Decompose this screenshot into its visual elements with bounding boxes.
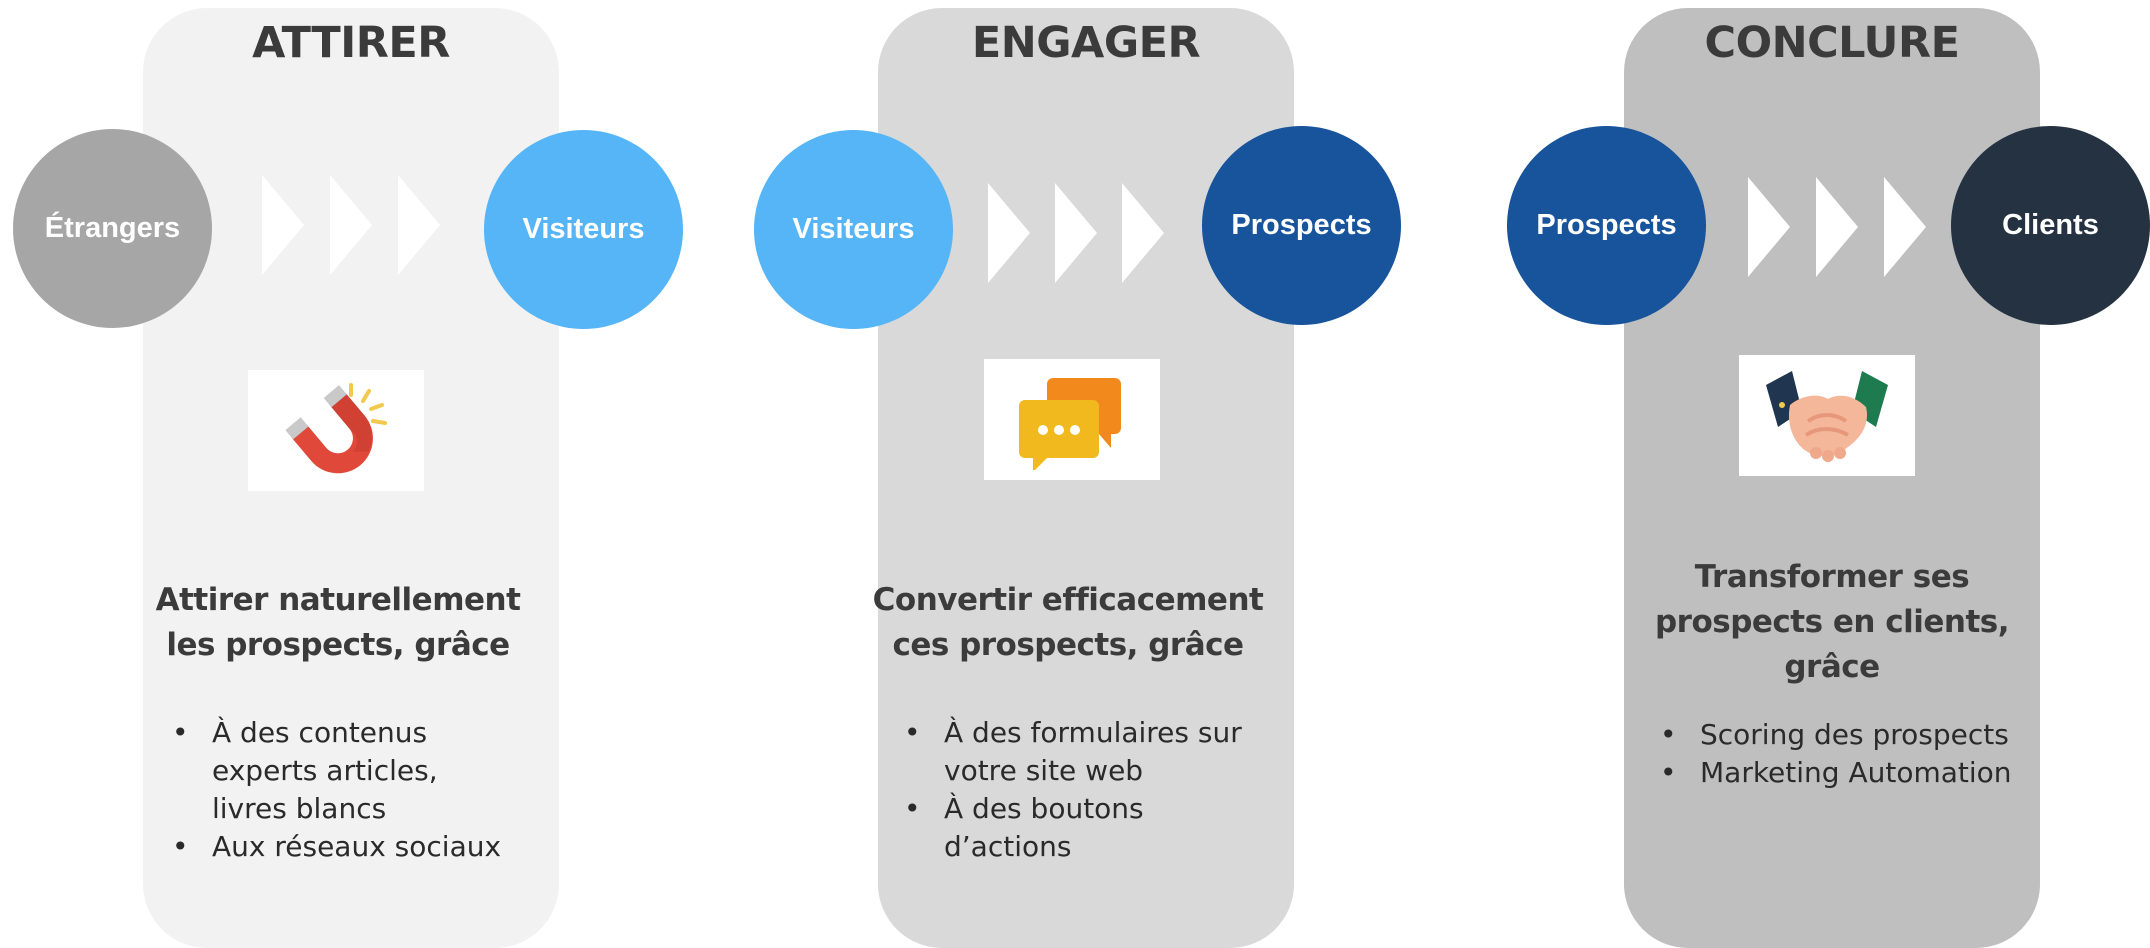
chevrons-arrow	[1748, 177, 1926, 277]
stage-title: ENGAGER	[971, 18, 1201, 68]
bullet-item: À des formulaires sur votre site web	[904, 714, 1244, 790]
circle-label: Prospects	[1231, 209, 1372, 241]
heading-line: prospects en clients,	[1654, 604, 2010, 640]
circle-label: Visiteurs	[522, 213, 645, 245]
stage-title: ATTIRER	[252, 18, 450, 68]
heading-line: les prospects, grâce	[166, 627, 510, 663]
bullet-list: À des formulaires sur votre site web À d…	[904, 714, 1244, 866]
circle-clients: Clients	[1951, 126, 2150, 325]
stage-title: CONCLURE	[1704, 18, 1960, 68]
bullet-list: Scoring des prospects Marketing Automati…	[1660, 716, 2020, 792]
stage-heading: Attirer naturellement les prospects, grâ…	[130, 578, 546, 668]
bullet-item: Aux réseaux sociaux	[172, 828, 512, 866]
circle-label: Étrangers	[44, 212, 181, 244]
bullet-item: À des boutons d’actions	[904, 790, 1244, 866]
stage-heading: Transformer ses prospects en clients, gr…	[1624, 555, 2040, 690]
circle-strangers: Étrangers	[13, 129, 212, 328]
heading-line: grâce	[1784, 649, 1880, 685]
heading-line: Attirer naturellement	[155, 582, 521, 618]
circle-prospects: Prospects	[1507, 126, 1706, 325]
heading-line: Convertir efficacement	[872, 582, 1264, 618]
bullet-list: À des contenus experts articles, livres …	[172, 714, 512, 866]
circle-visitors: Visiteurs	[754, 130, 953, 329]
bullet-item: Marketing Automation	[1660, 754, 2020, 792]
circle-label: Visiteurs	[792, 213, 915, 245]
circle-label: Prospects	[1536, 209, 1677, 241]
stage-heading: Convertir efficacement ces prospects, gr…	[860, 578, 1276, 668]
circle-label: Clients	[2002, 209, 2099, 241]
chevrons-arrow	[988, 183, 1164, 283]
bullet-item: À des contenus experts articles, livres …	[172, 714, 512, 828]
chevrons-arrow	[262, 175, 440, 275]
magnet-icon	[248, 370, 424, 491]
handshake-icon	[1739, 355, 1915, 476]
heading-line: ces prospects, grâce	[892, 627, 1244, 663]
circle-visitors: Visiteurs	[484, 130, 683, 329]
chat-bubbles-icon	[984, 359, 1160, 480]
stage-card-conclure: CONCLURE	[1624, 8, 2040, 948]
bullet-item: Scoring des prospects	[1660, 716, 2020, 754]
circle-prospects: Prospects	[1202, 126, 1401, 325]
heading-line: Transformer ses	[1694, 559, 1970, 595]
